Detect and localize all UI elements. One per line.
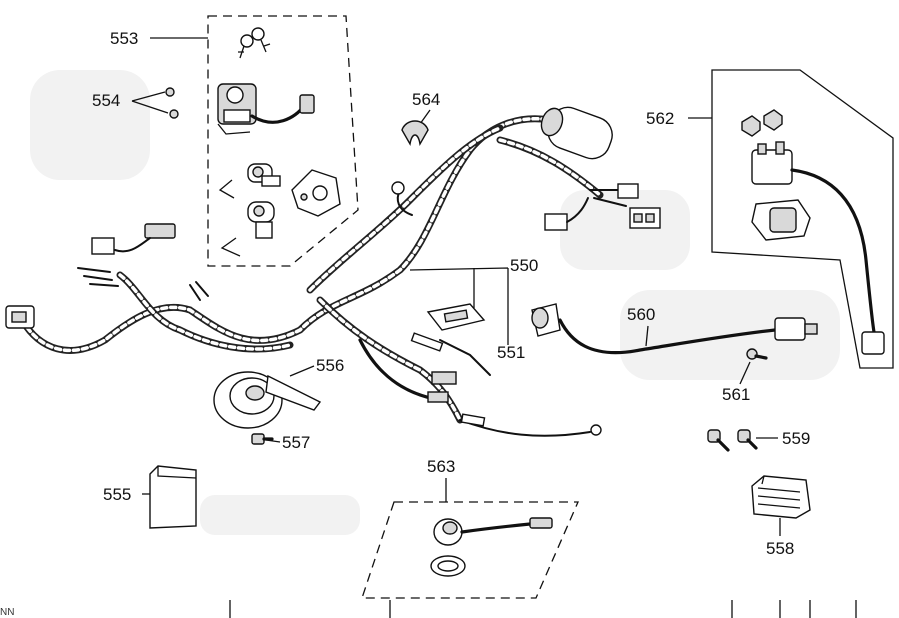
cdi-unit-555: 555 — [103, 465, 197, 529]
seat-lock-icon — [218, 163, 281, 199]
callout-554: 554 — [92, 91, 120, 110]
footer-text: NN — [0, 607, 15, 618]
connector-icon — [91, 237, 115, 255]
callout-551: 551 — [497, 343, 525, 362]
callout-562: 562 — [646, 109, 674, 128]
horn-556: 556 — [213, 356, 344, 429]
keys-icon — [238, 27, 271, 59]
switch-cable-560: 560 — [531, 303, 818, 355]
harness-clip-564: 564 — [401, 90, 440, 147]
starter-relay-group-562: 562 — [646, 69, 894, 369]
main-wiring-harness — [5, 115, 661, 437]
footer-separators — [229, 600, 857, 618]
callout-563: 563 — [427, 457, 455, 476]
callout-556: 556 — [316, 356, 344, 375]
callout-559: 559 — [782, 429, 810, 448]
callout-560: 560 — [627, 305, 655, 324]
lock-plate-icon — [291, 169, 341, 217]
regulator-558: 558 — [751, 475, 811, 558]
callout-561: 561 — [722, 385, 750, 404]
screw-561: 561 — [722, 348, 768, 404]
screws-554: 554 — [92, 87, 179, 119]
bolt-557: 557 — [251, 433, 310, 452]
relay-550-551: 550 551 — [409, 256, 538, 362]
bolts-559: 559 — [707, 429, 810, 452]
callout-550: 550 — [510, 256, 538, 275]
callout-553: 553 — [110, 29, 138, 48]
helmet-lock-icon — [220, 201, 275, 257]
fuel-sender-group-563: 563 — [361, 457, 579, 599]
callout-558: 558 — [766, 539, 794, 558]
ignition-switch-icon — [217, 83, 315, 135]
ignition-switch-group: 553 — [110, 15, 359, 267]
callout-555: 555 — [103, 485, 131, 504]
callout-557: 557 — [282, 433, 310, 452]
condenser-icon — [540, 106, 613, 160]
callout-564: 564 — [412, 90, 440, 109]
